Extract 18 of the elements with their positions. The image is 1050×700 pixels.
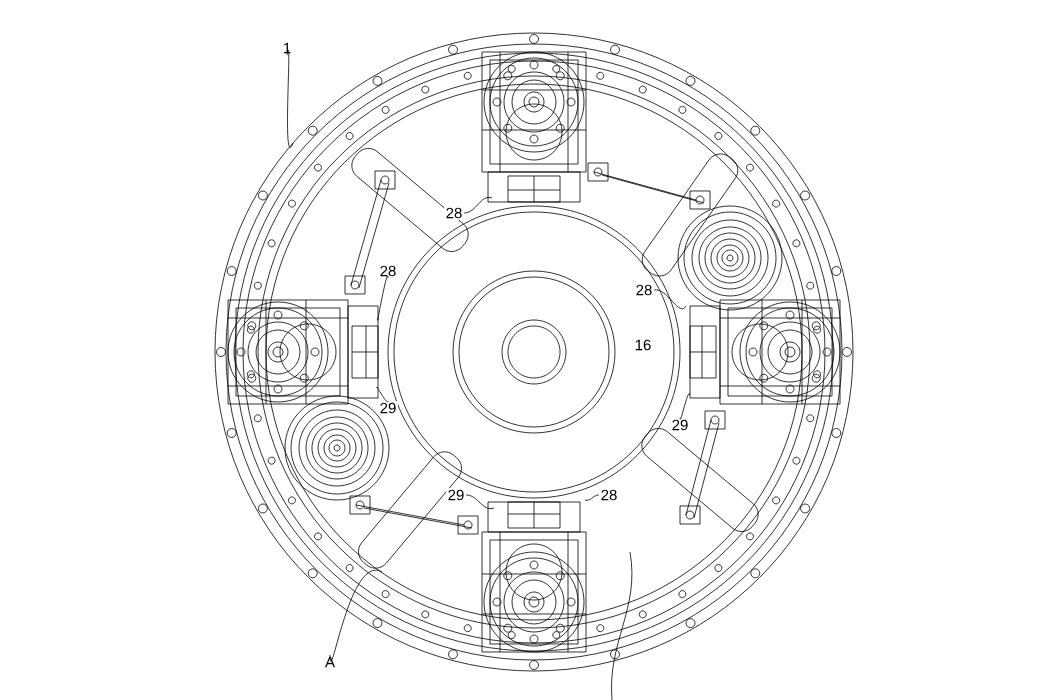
reference-numeral: 1: [281, 41, 293, 55]
reference-numeral: 28: [444, 206, 464, 220]
reference-numeral: 29: [378, 401, 398, 415]
leader-line: [465, 494, 495, 509]
leader-line: [584, 494, 600, 501]
leader-line: [286, 49, 294, 148]
reference-numeral: 28: [378, 264, 398, 278]
reference-numeral: 29: [446, 488, 466, 502]
leader-line: [377, 275, 389, 321]
reference-numeral: 29: [670, 418, 690, 432]
leader-line: [653, 289, 687, 310]
leader-line: [329, 569, 383, 662]
reference-numeral: 28: [634, 283, 654, 297]
reference-numeral: 16: [635, 339, 651, 351]
leader-line: [679, 393, 691, 420]
reference-numeral: 28: [599, 488, 619, 502]
leader-line: [463, 197, 493, 214]
leader-line: [376, 386, 389, 403]
